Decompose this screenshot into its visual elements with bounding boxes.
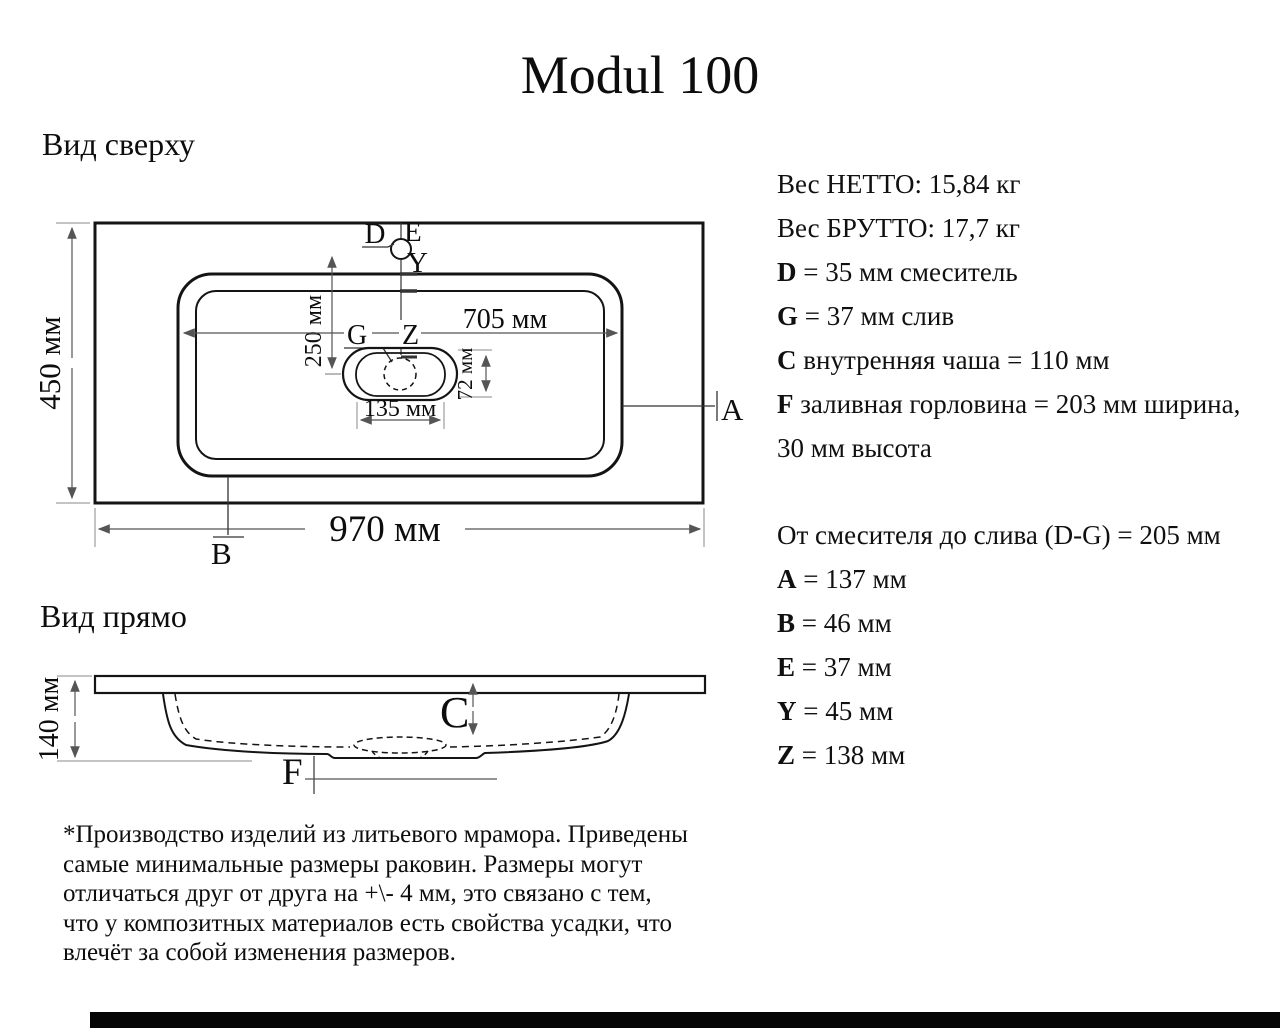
top-view-heading: Вид сверху [42, 126, 195, 162]
spec-bold: E [777, 652, 796, 682]
spec-line-e: E = 37 мм [777, 645, 1267, 689]
spec-text: = 137 мм [796, 564, 907, 594]
drain-recess-outer [341, 346, 459, 402]
footnote-line: отличаться друг от друга на +\- 4 мм, эт… [63, 880, 652, 907]
spec-line-net-weight: Вес НЕТТО: 15,84 кг [777, 162, 1267, 206]
spec-text: = 37 мм слив [798, 301, 955, 331]
basin-profile-outer [162, 693, 630, 759]
label-z-mask [399, 320, 421, 347]
drain-hole-hidden [383, 357, 417, 391]
basin-outer-edge [176, 272, 624, 478]
drain-cone-hidden-right [418, 750, 429, 759]
spec-text: 30 мм высота [777, 433, 932, 463]
spec-line-f-height: 30 мм высота [777, 426, 1267, 470]
drain-recess-inner [355, 352, 446, 397]
dim-135-label: 135 мм [364, 396, 436, 422]
dim-705-label: 705 мм [463, 304, 548, 335]
spec-bold: C [777, 345, 797, 375]
spec-text: Вес НЕТТО: 15,84 кг [777, 169, 1021, 199]
dim-72-label: 72 мм [453, 348, 477, 401]
spec-line-dg-distance: От смесителя до слива (D-G) = 205 мм [777, 513, 1267, 557]
spec-line-b: B = 46 мм [777, 601, 1267, 645]
label-a: A [721, 392, 744, 427]
spec-text: От смесителя до слива (D-G) = 205 мм [777, 520, 1221, 550]
dim-970-label: 970 мм [329, 509, 441, 550]
countertop-outline [93, 221, 705, 505]
spec-line-f: F заливная горловина = 203 мм ширина, [777, 382, 1267, 426]
spec-text: = 45 мм [796, 696, 894, 726]
page-title: Modul 100 [520, 45, 760, 105]
spec-bold: F [777, 389, 794, 419]
basin-profile-hidden-right [449, 693, 620, 748]
dim-140-label: 140 мм [34, 677, 65, 762]
spec-line-z: Z = 138 мм [777, 733, 1267, 777]
front-view-heading: Вид прямо [40, 598, 187, 634]
basin-profile-hidden-left [174, 693, 351, 748]
spec-text: Вес БРУТТО: 17,7 кг [777, 213, 1020, 243]
spec-text: заливная горловина = 203 мм ширина, [793, 389, 1241, 419]
footnote-line: *Производство изделий из литьевого мрамо… [63, 821, 688, 848]
label-b: B [211, 536, 232, 571]
spec-bold: A [777, 564, 797, 594]
label-g-mask [344, 320, 372, 347]
slab-outline [93, 674, 707, 695]
spec-line-y: Y = 45 мм [777, 689, 1267, 733]
top-view-drawing: 450 мм 970 мм D E Y 250 мм 705 мм G [32, 216, 744, 571]
spec-text: = 35 мм смеситель [796, 257, 1018, 287]
dim-250-label: 250 мм [301, 295, 327, 367]
spec-bold: D [777, 257, 797, 287]
front-view-drawing: 140 мм C F [34, 674, 707, 794]
spec-line-g: G = 37 мм слив [777, 294, 1267, 338]
spec-text: внутренняя чаша = 110 мм [796, 345, 1110, 375]
footnote: *Производство изделий из литьевого мрамо… [63, 820, 743, 968]
label-f: F [282, 752, 303, 793]
specs-panel: Вес НЕТТО: 15,84 кг Вес БРУТТО: 17,7 кг … [777, 162, 1267, 777]
footnote-line: самые минимальные размеры раковин. Разме… [63, 850, 643, 878]
bottom-bar [90, 1012, 1280, 1028]
label-z: Z [402, 320, 419, 351]
dim-450-label: 450 мм [32, 316, 67, 409]
drain-hidden-ellipse [353, 736, 447, 754]
specs-gap [777, 470, 1267, 513]
spec-bold: G [777, 301, 799, 331]
spec-bold: B [777, 608, 796, 638]
spec-line-a: A = 137 мм [777, 557, 1267, 601]
footnote-line: что у композитных материалов есть свойст… [63, 909, 672, 937]
label-g-leader [382, 347, 393, 363]
label-e: E [404, 216, 422, 248]
label-d: D [365, 218, 386, 250]
label-c: C [440, 688, 469, 737]
spec-line-c: C внутренняя чаша = 110 мм [777, 338, 1267, 382]
spec-text: = 37 мм [795, 652, 892, 682]
spec-text: = 138 мм [795, 740, 906, 770]
spec-line-d: D = 35 мм смеситель [777, 250, 1267, 294]
spec-bold: Y [777, 696, 797, 726]
spec-text: = 46 мм [795, 608, 892, 638]
spec-bold: Z [777, 740, 796, 770]
label-d-leader [387, 243, 395, 248]
label-y: Y [407, 247, 428, 279]
footnote-line: влечёт за собой изменения размеров. [63, 939, 456, 966]
label-g: G [347, 320, 367, 351]
spec-line-gross-weight: Вес БРУТТО: 17,7 кг [777, 206, 1267, 250]
drain-cone-hidden-left [371, 750, 382, 759]
